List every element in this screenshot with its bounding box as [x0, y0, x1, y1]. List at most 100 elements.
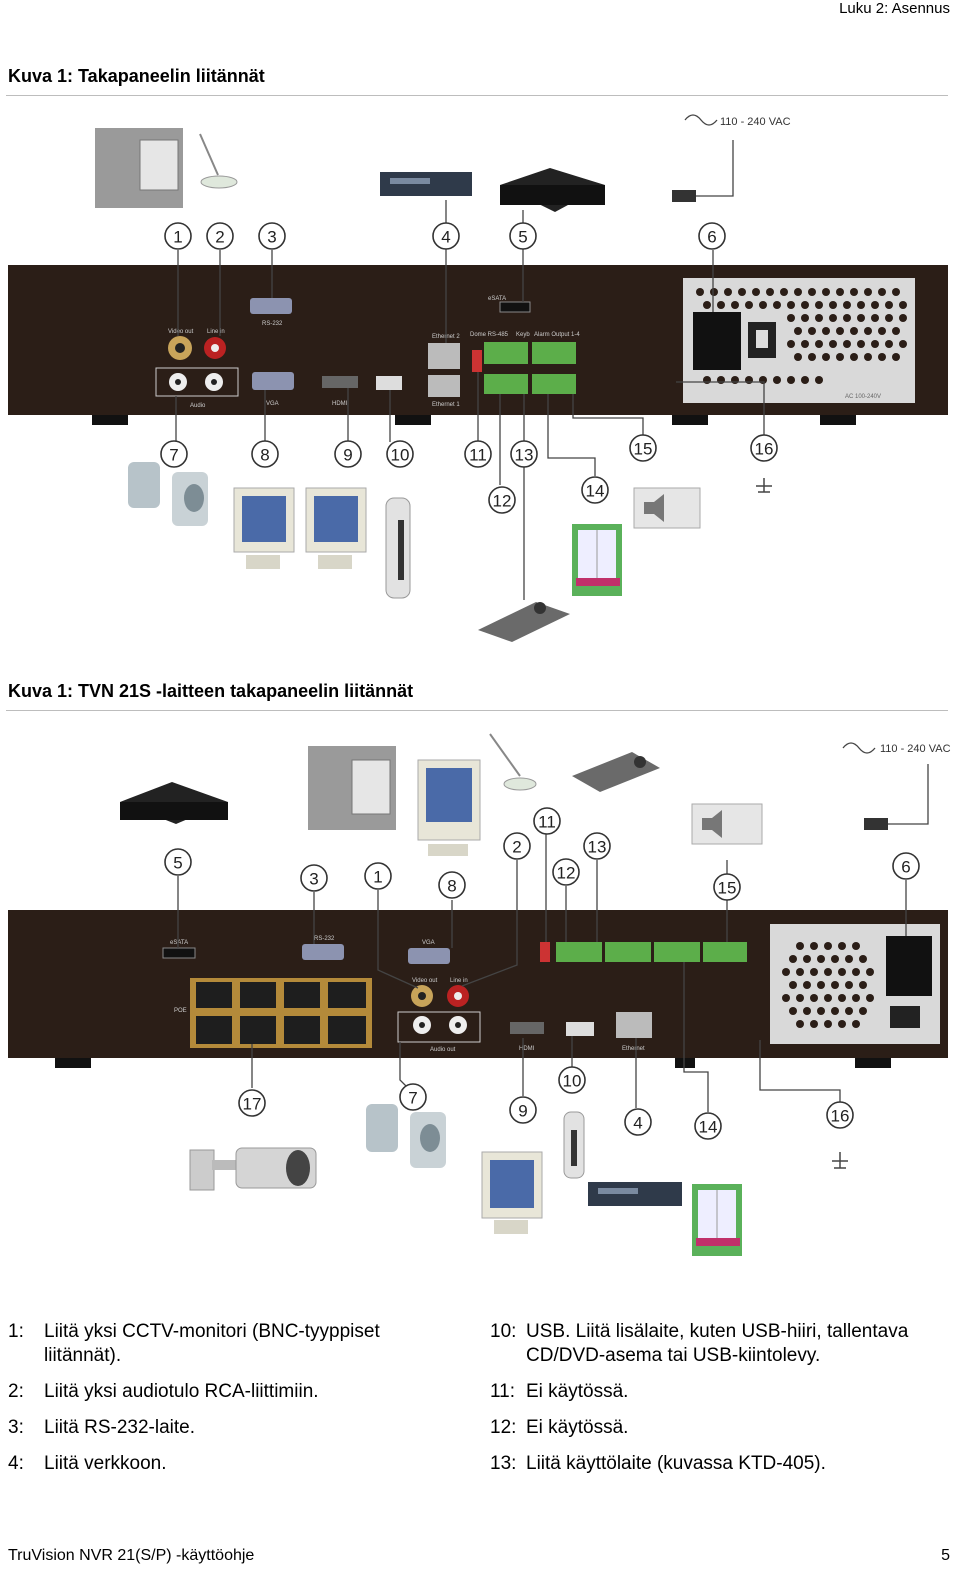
svg-text:4: 4: [441, 228, 450, 247]
poe-label: POE: [174, 1008, 187, 1014]
terminal-block-dome: [484, 342, 528, 364]
callout-1: 1: [164, 222, 192, 250]
figure1-diagram: 110 - 240 VAC AC 100-240V: [8, 114, 948, 642]
svg-text:7: 7: [408, 1089, 417, 1108]
power-inlet: [693, 312, 741, 370]
terminal-block-2: [605, 942, 651, 962]
terminal-block-1: [556, 942, 602, 962]
svg-text:13: 13: [515, 446, 534, 465]
callout-15: 15: [629, 434, 657, 462]
terminal-block-3: [654, 942, 700, 962]
vga-port: [252, 372, 294, 390]
figure2-rule: [6, 710, 948, 711]
speakers-icon: [366, 1104, 446, 1168]
svg-text:6: 6: [901, 858, 910, 877]
power-cable-icon: 110 - 240 VAC: [672, 114, 791, 202]
legend-item: 11:Ei käytössä.: [490, 1381, 629, 1402]
hdmi-port: [510, 1022, 544, 1034]
legend-item: 12:Ei käytössä.: [490, 1417, 629, 1438]
legend-left: 1:Liitä yksi CCTV-monitori (BNC-tyyppise…: [8, 1320, 448, 1488]
dome-label: Dome RS-485: [470, 332, 509, 338]
callout-13: 13: [510, 440, 538, 468]
callout-6: 6: [892, 852, 920, 880]
microphone-icon: [199, 133, 238, 189]
figure2-callouts-bottom: 17 7 9 10 4 14 16: [238, 1066, 854, 1140]
fan-grille: [782, 942, 874, 1028]
callout-16: 16: [750, 434, 778, 462]
callout-9: 9: [509, 1096, 537, 1124]
callout-16: 16: [826, 1101, 854, 1129]
vga-port: [408, 948, 450, 964]
figure1-callouts-bottom: 7 8 9 10 11 12 13 14 15 16: [160, 434, 778, 514]
hdmi-monitor-icon: [481, 1151, 543, 1234]
callout-6: 6: [698, 222, 726, 250]
vga-monitor-icon: [417, 759, 481, 856]
esata-drive-icon: [120, 782, 228, 824]
line-in-label: Line in: [450, 978, 468, 984]
legend-item: 10:USB. Liitä lisälaite, kuten USB-hiiri…: [490, 1321, 909, 1366]
callout-11: 11: [533, 807, 561, 835]
callout-3: 3: [300, 864, 328, 892]
svg-text:8: 8: [447, 877, 456, 896]
callout-7: 7: [399, 1083, 427, 1111]
keyboard-controller-icon: [572, 752, 660, 792]
cctv-monitor-icon: [308, 746, 396, 830]
svg-text:10: 10: [391, 446, 410, 465]
svg-text:11: 11: [538, 813, 556, 832]
callout-3: 3: [258, 222, 286, 250]
ethernet-port: [616, 1012, 652, 1038]
svg-text:1: 1: [373, 868, 382, 887]
hdmi-port: [322, 376, 358, 388]
alarm-sensor-window-icon: [572, 524, 622, 596]
svg-text:10: 10: [563, 1072, 582, 1091]
callout-14: 14: [694, 1112, 722, 1140]
ethernet1-port: [428, 375, 460, 397]
terminal-block-4: [703, 942, 747, 962]
svg-text:4: 4: [633, 1114, 642, 1133]
legend-item: 13:Liitä käyttölaite (kuvassa KTD-405).: [490, 1453, 826, 1474]
figure1-rule: [6, 95, 948, 96]
callout-11: 11: [464, 440, 492, 468]
esata-label: eSATA: [488, 296, 506, 302]
svg-text:9: 9: [518, 1102, 527, 1121]
ground-icon: [756, 478, 772, 493]
running-header: Luku 2: Asennus: [839, 0, 950, 17]
psu-grille: [696, 288, 907, 384]
vga-monitor-icon: [233, 487, 295, 569]
callout-13: 13: [583, 832, 611, 860]
usb-stick-icon: [563, 1111, 585, 1179]
video-out-label: Video out: [412, 978, 438, 984]
ac-label: AC 100-240V: [845, 394, 881, 400]
callout-8: 8: [251, 440, 279, 468]
svg-text:5: 5: [173, 854, 182, 873]
cctv-monitor-icon: [95, 128, 183, 208]
svg-text:5: 5: [518, 228, 527, 247]
svg-text:3: 3: [267, 228, 276, 247]
callout-7: 7: [160, 440, 188, 468]
rear-panel: eSATA RS-232 VGA POE Video out Line in A…: [8, 910, 948, 1068]
legend-item: 1:Liitä yksi CCTV-monitori (BNC-tyyppise…: [8, 1321, 380, 1366]
svg-text:12: 12: [557, 864, 576, 883]
callout-4: 4: [624, 1108, 652, 1136]
rs232-port: [302, 944, 344, 960]
legend-right: 10:USB. Liitä lisälaite, kuten USB-hiiri…: [490, 1320, 950, 1488]
network-switch-icon: [588, 1182, 682, 1206]
figure1-callouts-top: 1 2 3 4 5 6: [164, 222, 726, 250]
figure2-diagram: 110 - 240 VAC eSATA RS-232 VGA: [8, 733, 951, 1256]
power-label: 110 - 240 VAC: [880, 743, 951, 755]
callout-10: 10: [558, 1066, 586, 1094]
terminal-block-alarm-in-b: [532, 374, 576, 394]
power-switch: [890, 1006, 920, 1028]
line-in-label: Line in: [207, 329, 225, 335]
usb-stick-icon: [385, 497, 411, 599]
hdmi-label: HDMI: [332, 401, 348, 407]
rs232-label: RS-232: [262, 321, 283, 327]
hdmi-label: HDMI: [519, 1046, 535, 1052]
svg-text:11: 11: [469, 446, 487, 465]
alarm-sensor-window-icon: [692, 1184, 742, 1256]
svg-text:13: 13: [588, 838, 607, 857]
svg-text:7: 7: [169, 446, 178, 465]
vga-label: VGA: [422, 940, 435, 946]
callout-2: 2: [503, 832, 531, 860]
svg-text:14: 14: [699, 1118, 718, 1137]
